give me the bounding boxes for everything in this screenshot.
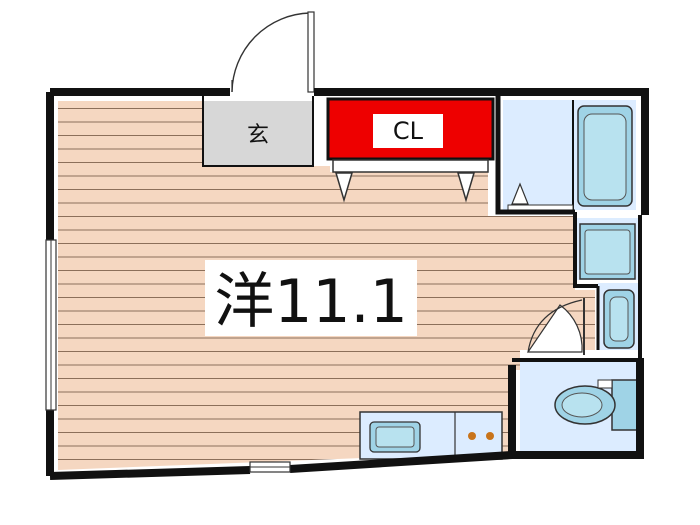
toilet-tank xyxy=(611,379,639,431)
main-room-label-box xyxy=(205,260,417,336)
window-left xyxy=(45,239,57,411)
kitchen xyxy=(359,411,503,460)
bathtub-inner xyxy=(583,113,627,201)
bath-door-mark xyxy=(511,182,529,205)
closet-label: CL xyxy=(393,117,424,145)
stove-icon xyxy=(468,432,476,440)
toilet-door-swing xyxy=(526,304,583,353)
door-swing-icon xyxy=(231,11,315,93)
closet-label-box xyxy=(373,114,443,148)
genkan-label: 玄 xyxy=(247,123,269,148)
window-bottom xyxy=(249,461,291,473)
closet-doors xyxy=(332,159,489,203)
genkan-area xyxy=(203,101,313,166)
main-room-label: 洋11.1 xyxy=(214,267,408,337)
washbasin-bowl xyxy=(584,229,631,275)
walls xyxy=(46,88,649,480)
